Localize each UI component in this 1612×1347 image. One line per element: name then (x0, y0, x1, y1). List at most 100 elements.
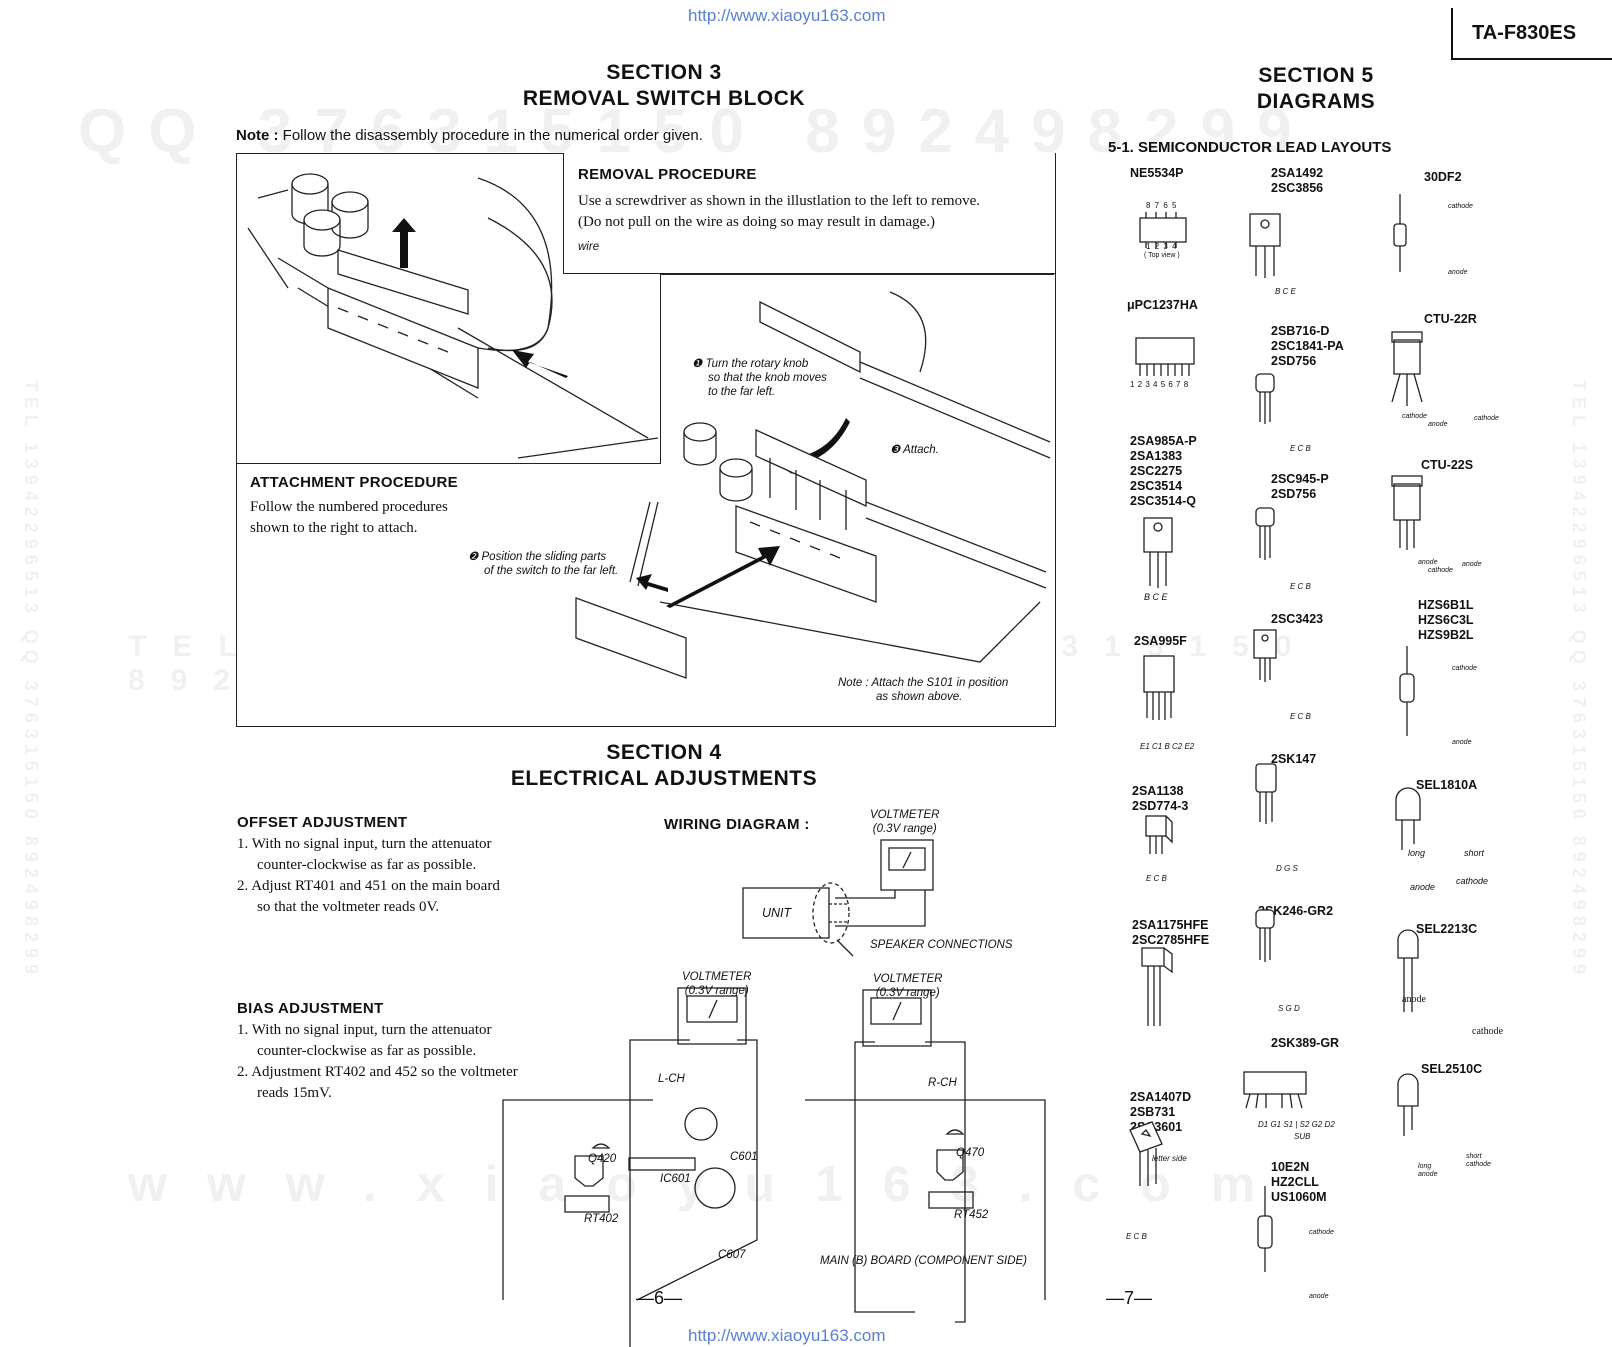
2sa1492-pins: B C E (1275, 287, 1296, 296)
sel1810a-anode: anode (1410, 882, 1436, 892)
removal-illustration (247, 173, 659, 459)
step2-caption: ❷ Position the sliding parts of the swit… (468, 551, 619, 577)
model-tab (1451, 8, 1612, 60)
voltmeter-lch-icon (677, 987, 747, 1045)
section4-heading: SECTION 4 ELECTRICAL ADJUSTMENTS (464, 740, 864, 792)
step2-line1: Position the sliding parts (481, 551, 607, 563)
removal-procedure-text: Use a screwdriver as shown in the illust… (578, 191, 1048, 233)
step2-line2: of the switch to the far left. (484, 565, 619, 577)
sel2510c-long: long (1418, 1163, 1432, 1170)
section5-title: DIAGRAMS (1256, 90, 1376, 113)
2sk389-sub: SUB (1294, 1132, 1311, 1141)
q420-label: Q420 (588, 1153, 617, 1165)
rch-label: R-CH (928, 1077, 957, 1089)
upc1237ha-pins: 1 2 3 4 5 6 7 8 (1130, 380, 1189, 389)
model-number: TA-F830ES (1472, 22, 1577, 44)
ctu22s-anode-right: anode (1462, 561, 1482, 568)
2sa995f-pins: E1 C1 B C2 E2 (1140, 742, 1195, 751)
attachment-procedure-title: ATTACHMENT PROCEDURE (250, 474, 458, 491)
section5-number: SECTION 5 (1258, 64, 1374, 87)
voltmeter-lch-label: VOLTMETER(0.3V range) (682, 971, 752, 997)
section4-number: SECTION 4 (606, 741, 722, 764)
2sc945-icon (1255, 507, 1275, 560)
sel2213c-cathode: cathode (1472, 1026, 1504, 1037)
attachment-illustration (575, 291, 1051, 679)
offset-step-2: 2. Adjust RT401 and 451 on the main boar… (237, 878, 500, 915)
sel2510c-cathode: cathode (1466, 1161, 1491, 1168)
attachment-procedure-text: Follow the numbered procedures shown to … (250, 497, 448, 539)
lead-layout-drawings (1129, 194, 1423, 1272)
unit-box (742, 887, 830, 939)
attach-divider-h (660, 274, 1054, 276)
sel1810a-long: long (1408, 848, 1426, 858)
source-url-top[interactable]: http://www.xiaoyu163.com (688, 6, 886, 25)
section4-title: ELECTRICAL ADJUSTMENTS (510, 767, 818, 790)
2sb716-icon (1255, 373, 1275, 424)
sel2510c-anode: anode (1418, 1171, 1438, 1178)
2sk246-pins: S G D (1278, 1004, 1300, 1013)
ctu22s-cathode: cathode (1428, 567, 1453, 574)
removal-divider (236, 463, 660, 465)
offset-steps: 1. With no signal input, turn the attenu… (237, 834, 577, 918)
offset-step-1: 1. With no signal input, turn the attenu… (237, 836, 492, 873)
note-label: Note : (236, 127, 279, 144)
ctu22r-cathode-right: cathode (1474, 415, 1499, 422)
section3-heading: SECTION 3 REMOVAL SWITCH BLOCK (464, 60, 864, 112)
2sa995f-icon (1143, 655, 1175, 720)
2sc945-pins: E C B (1290, 582, 1311, 591)
label-2sc3423: 2SC3423 (1271, 612, 1324, 626)
figure-note-line2: as shown above. (876, 691, 963, 703)
speaker-connections-label: SPEAKER CONNECTIONS (870, 939, 1013, 951)
q470-label: Q470 (956, 1147, 985, 1159)
voltmeter-rch-label: VOLTMETER(0.3V range) (873, 973, 943, 999)
label-2sk147: 2SK147 (1271, 752, 1317, 766)
2sa1407-icon (1129, 1121, 1163, 1186)
ctu22s-anode-left: anode (1418, 559, 1438, 566)
2sa1138-pins: E C B (1146, 874, 1167, 883)
step1-line2: so that the knob moves (708, 372, 827, 384)
bias-step-2: 2. Adjustment RT402 and 452 so the voltm… (237, 1064, 518, 1101)
watermark-www: www.xiaoyu163.com (128, 1156, 1296, 1212)
2sc3423-icon (1253, 629, 1277, 682)
2sb716-pins: E C B (1290, 444, 1311, 453)
label-ctu22s: CTU-22S (1421, 458, 1474, 472)
2sa1407-pins: E C B (1126, 1232, 1147, 1241)
voltmeter-top-label: VOLTMETER(0.3V range) (870, 809, 940, 835)
removal-procedure-box: REMOVAL PROCEDURE Use a screwdriver as s… (563, 153, 1055, 274)
watermark-side-right: TEL 13942296513 QQ 376315150 892498299 (1569, 380, 1589, 980)
ctu22r-anode: anode (1428, 421, 1448, 428)
ne5534p-icon (1139, 212, 1187, 248)
wire-label: wire (578, 241, 600, 253)
removal-text-line2: (Do not pull on the wire as doing so may… (578, 214, 936, 230)
bias-step-1: 1. With no signal input, turn the attenu… (237, 1022, 492, 1059)
10e2n-anode: anode (1309, 1293, 1329, 1300)
removal-text-line1: Use a screwdriver as shown in the illust… (578, 193, 980, 209)
page-number-left: —6— (636, 1288, 683, 1308)
ne5534p-pins-top: 8 7 6 5 (1146, 201, 1178, 210)
sel1810a-short: short (1464, 848, 1485, 858)
ne5534p-top-view: ( Top view ) (1144, 252, 1180, 259)
2sa1492-icon (1249, 213, 1281, 278)
2sk389-icon (1243, 1071, 1307, 1109)
attach-divider-v (660, 274, 662, 464)
voltmeter-rch-icon (862, 989, 932, 1047)
letter-side-label: letter side (1152, 1154, 1187, 1163)
page-number-right: —7— (1106, 1288, 1153, 1308)
sel2213c-icon (1397, 929, 1419, 1012)
2sk389-pins: D1 G1 S1 | S2 G2 D2 (1258, 1120, 1335, 1129)
2sk147-pins: D G S (1276, 864, 1298, 873)
wiring-diagram-title: WIRING DIAGRAM : (664, 816, 810, 833)
step3-caption: ❸ Attach. (890, 444, 939, 456)
ctu22s-icon (1391, 475, 1423, 550)
hzs-icon (1399, 646, 1415, 736)
2sa985-pins: B C E (1144, 592, 1168, 602)
section3-note: Note : Follow the disassembly procedure … (236, 127, 703, 144)
source-url-bottom[interactable]: http://www.xiaoyu163.com (688, 1326, 886, 1345)
hzs-anode: anode (1452, 739, 1472, 746)
note-text: Follow the disassembly procedure in the … (282, 127, 703, 144)
sel2510c-short: short (1466, 1153, 1482, 1160)
2sa985-icon (1143, 517, 1173, 588)
